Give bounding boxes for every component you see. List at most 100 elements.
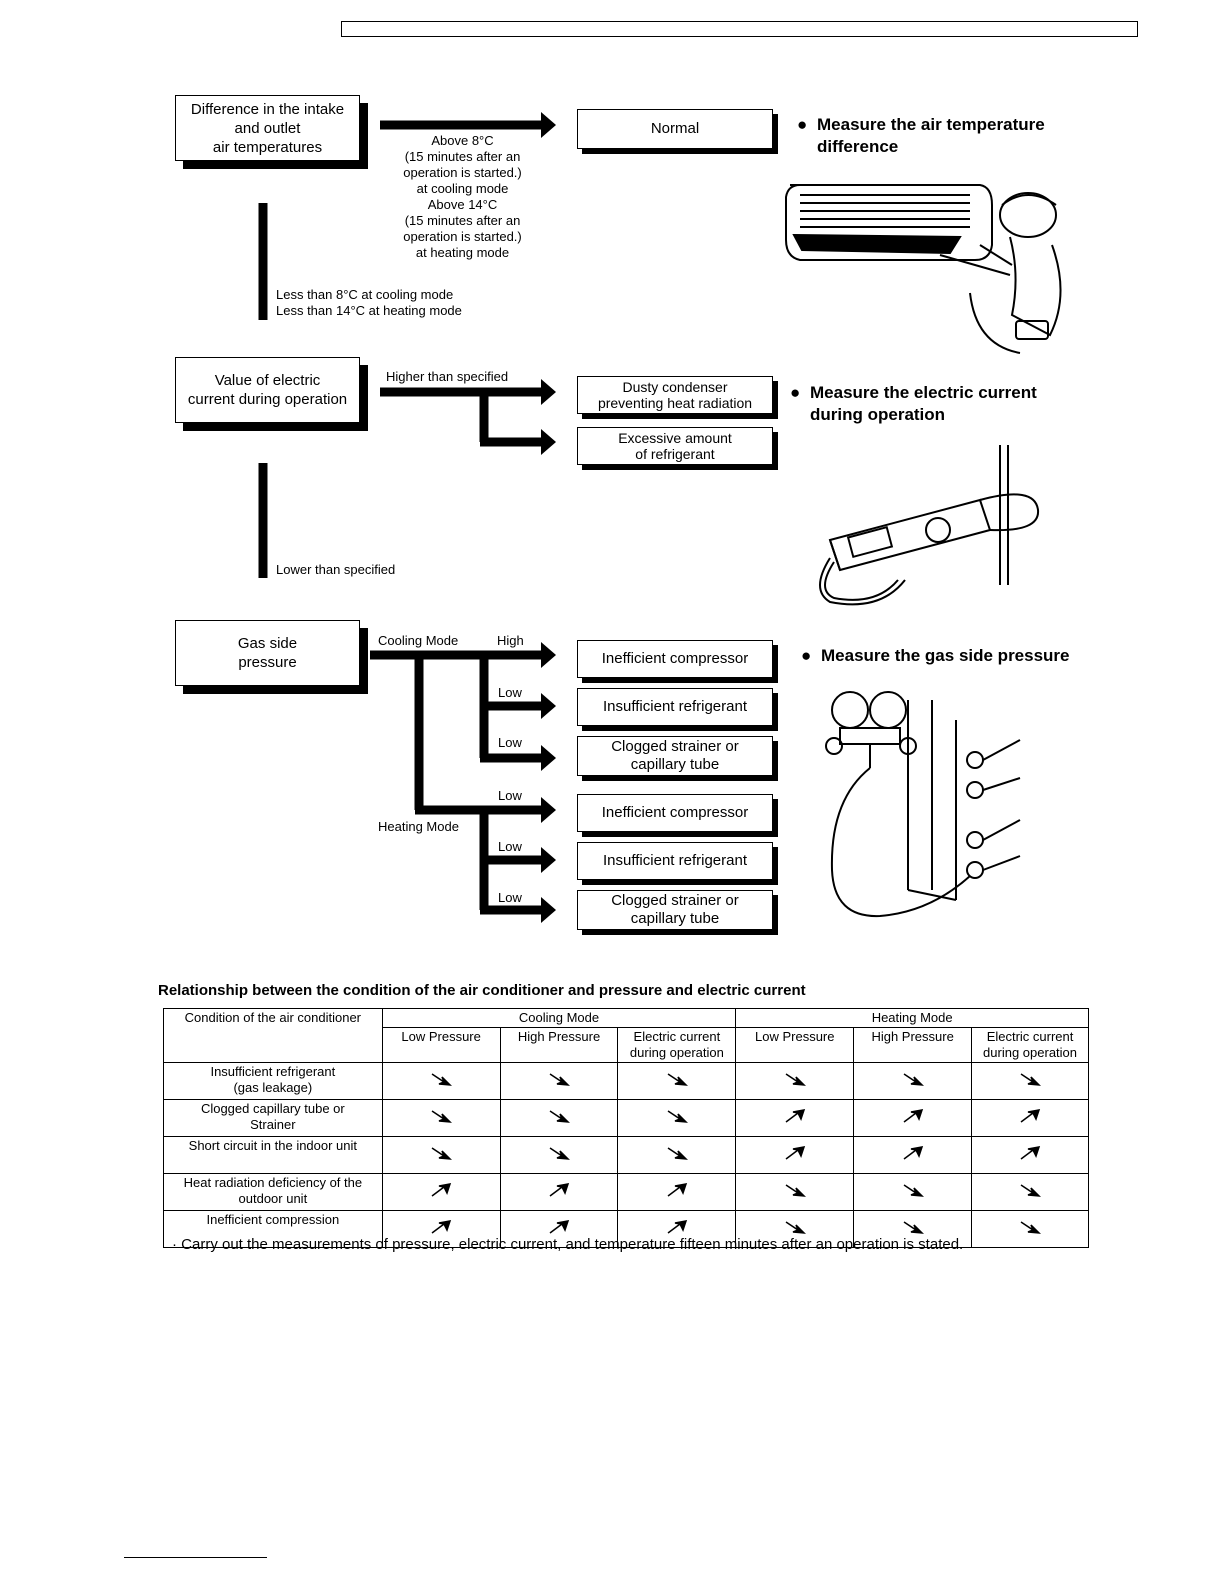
flow3-start-line2: pressure (238, 654, 297, 671)
arrow-up-right-icon (903, 1146, 923, 1160)
arrow-down-right-icon (903, 1221, 924, 1234)
flow1-result-normal: Normal (577, 109, 773, 149)
excessive-line1: Excessive amount (618, 430, 732, 446)
flow2-lower-label: Lower than specified (276, 562, 396, 577)
arrow-down-right-icon (549, 1147, 571, 1160)
direction-cell (853, 1062, 973, 1100)
arrow-down-right-icon (431, 1073, 453, 1086)
flow2-start-line1: Value of electric (214, 372, 321, 389)
flow1-start-line2: and outlet (234, 119, 301, 137)
direction-cell (853, 1136, 973, 1174)
flow3-start-line1: Gas side (237, 635, 298, 652)
direction-cell (499, 1136, 619, 1174)
condition-line2: (gas leakage) (233, 1080, 313, 1095)
arrow-up-right-icon (431, 1220, 452, 1234)
flow2-start-line2: current during operation (187, 391, 348, 408)
heating-mode-label: Heating Mode (378, 819, 459, 834)
direction-cell (381, 1062, 501, 1100)
direction-cell (853, 1210, 973, 1248)
result-line1: Clogged strainer or (611, 738, 739, 755)
flow2-result-excessive: Excessive amount of refrigerant (577, 427, 773, 465)
arrow-down-right-icon (431, 1110, 453, 1123)
table-header-row: Condition of the air conditioner Cooling… (163, 1008, 1089, 1063)
cond-line: operation is started.) (403, 165, 522, 180)
measure-air-temp: ● Measure the air temperature difference (797, 114, 1045, 158)
gauge-manifold-illustration-icon (825, 691, 1021, 918)
cond-line: (15 minutes after an (404, 213, 521, 228)
direction-cell (499, 1173, 619, 1211)
flow3-result-3: Clogged strainer or capillary tube (577, 736, 773, 776)
arrow-down-right-icon (667, 1147, 688, 1160)
direction-cell (499, 1062, 619, 1100)
arrow-up-right-icon (903, 1109, 923, 1123)
arrow-down-right-icon (549, 1073, 571, 1086)
direction-cell (971, 1099, 1089, 1137)
relationship-table: Condition of the air conditioner Cooling… (163, 1008, 1089, 1248)
result-line2: capillary tube (630, 756, 720, 773)
result-line1: Clogged strainer or (611, 892, 739, 909)
flow2-higher-label: Higher than specified (386, 369, 509, 384)
sub-current-line2: during operation (629, 1045, 724, 1060)
direction-cell (735, 1173, 855, 1211)
condition-line2: outdoor unit (238, 1191, 308, 1206)
sub-low-pressure: Low Pressure (735, 1027, 855, 1063)
result-line2: capillary tube (630, 910, 720, 927)
low-label: Low (498, 839, 522, 854)
sub-current-line1: Electric current (633, 1029, 721, 1044)
direction-cell (971, 1210, 1089, 1248)
table-row: Inefficient compression (163, 1210, 1089, 1248)
arrow-down-right-icon (903, 1184, 924, 1197)
arrow-down-right-icon (667, 1110, 688, 1123)
excessive-line2: of refrigerant (635, 446, 715, 462)
measure-current-line2: during operation (810, 405, 946, 424)
arrow-down-right-icon (785, 1184, 806, 1197)
arrow-up-right-icon (785, 1146, 805, 1160)
condition-cell: Inefficient compression (163, 1210, 383, 1248)
condition-cell: Insufficient refrigerant(gas leakage) (163, 1062, 383, 1100)
direction-cell (853, 1099, 973, 1137)
cond-line: Above 14°C (427, 197, 498, 212)
direction-cell (499, 1210, 619, 1248)
condition-line1: Clogged capillary tube or (200, 1101, 345, 1116)
arrow-up-right-icon (1020, 1109, 1041, 1123)
arrow-down-right-icon (785, 1221, 806, 1234)
measure-gas-pressure: ● Measure the gas side pressure (801, 645, 1070, 667)
direction-cell (617, 1099, 737, 1137)
flow3-result-6: Clogged strainer or capillary tube (577, 890, 773, 930)
arrow-up-right-icon (549, 1183, 570, 1197)
direction-cell (971, 1173, 1089, 1211)
result-line1: Inefficient compressor (601, 650, 749, 667)
direction-cell (617, 1136, 737, 1174)
dusty-line1: Dusty condenser (622, 379, 728, 395)
arrow-up-right-icon (431, 1183, 452, 1197)
table-subheader-row: Low Pressure High Pressure Electric curr… (164, 1027, 1089, 1063)
measure-air-temp-line1: Measure the air temperature (817, 115, 1045, 134)
result-line1: Inefficient compressor (601, 804, 749, 821)
low-label: Low (498, 890, 522, 905)
flow2-result-dusty: Dusty condenser preventing heat radiatio… (577, 376, 773, 414)
header-condition: Condition of the air conditioner (163, 1008, 383, 1063)
less-line1: Less than 8°C at cooling mode (276, 287, 454, 302)
clamp-meter-illustration-icon (819, 445, 1040, 606)
flow3-result-5: Insufficient refrigerant (577, 842, 773, 880)
flow3-result-1: Inefficient compressor (577, 640, 773, 678)
bullet-icon: ● (790, 383, 801, 402)
table-row: Short circuit in the indoor unit (163, 1136, 1089, 1174)
sub-current-line1: Electric current (986, 1029, 1074, 1044)
table-body: Insufficient refrigerant(gas leakage)Clo… (163, 1062, 1089, 1248)
direction-cell (381, 1173, 501, 1211)
table-row: Insufficient refrigerant(gas leakage) (163, 1062, 1089, 1100)
direction-cell (499, 1099, 619, 1137)
arrow-down-right-icon (1020, 1184, 1042, 1197)
high-label: High (497, 633, 524, 648)
header-bar (341, 21, 1138, 37)
sub-current-line2: during operation (983, 1045, 1078, 1060)
arrow-up-right-icon (785, 1109, 805, 1123)
condition-line1: Insufficient refrigerant (210, 1064, 336, 1079)
cond-line: at cooling mode (416, 181, 509, 196)
flow1-start-line3: air temperatures (212, 138, 323, 156)
cooling-mode-label: Cooling Mode (378, 633, 459, 648)
